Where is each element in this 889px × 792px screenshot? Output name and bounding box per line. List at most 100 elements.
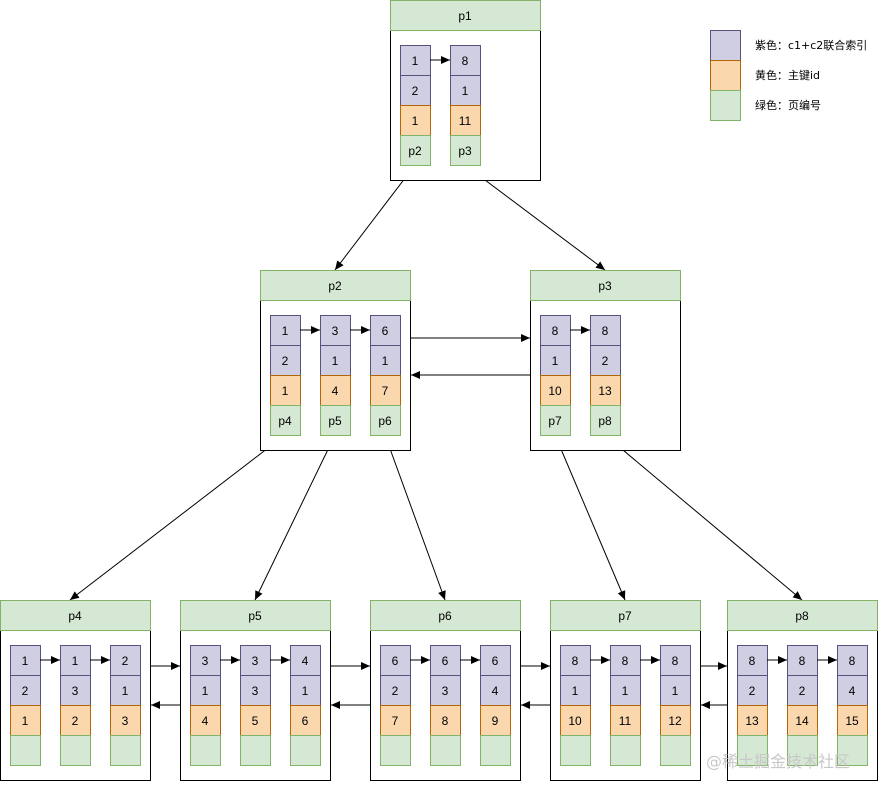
cell-id-text: 13	[598, 384, 612, 398]
cell-c2-text: 1	[122, 684, 129, 698]
cell-c2-text: 3	[442, 684, 449, 698]
cell-child	[110, 735, 141, 766]
cell-c1-text: 1	[412, 54, 419, 68]
cell-c1	[270, 315, 301, 346]
cell-child	[290, 735, 321, 766]
page-header	[180, 600, 331, 631]
cell-c1	[110, 645, 141, 676]
cell-c2	[10, 675, 41, 706]
page-title: p4	[68, 609, 82, 623]
record: 132	[60, 645, 91, 766]
cell-child-text: p8	[598, 414, 612, 428]
legend-swatch	[710, 90, 741, 121]
watermark: @稀土掘金技术社区	[706, 752, 851, 771]
cell-id-text: 8	[442, 714, 449, 728]
cell-c1	[560, 645, 591, 676]
cell-c1	[480, 645, 511, 676]
page-header	[530, 270, 681, 301]
legend-label: 黄色：主键id	[755, 68, 820, 82]
cell-c1	[837, 645, 868, 676]
cell-c1-text: 8	[552, 324, 559, 338]
cell-c2-text: 2	[22, 684, 29, 698]
cell-id-text: 7	[382, 384, 389, 398]
child-pointer-arrow	[384, 434, 446, 601]
cell-c2	[270, 345, 301, 376]
cell-c2	[610, 675, 641, 706]
cell-c1-text: 8	[622, 654, 629, 668]
cell-c2-text: 1	[622, 684, 629, 698]
record: 121	[10, 645, 41, 766]
record: 627	[380, 645, 411, 766]
cell-child	[370, 405, 401, 436]
cell-id-text: 1	[282, 384, 289, 398]
cell-child-text: p6	[378, 414, 392, 428]
cell-c2	[737, 675, 768, 706]
cell-c1-text: 6	[442, 654, 449, 668]
cell-c1-text: 3	[202, 654, 209, 668]
cell-child	[270, 405, 301, 436]
cell-id	[590, 375, 621, 406]
cell-c1	[590, 315, 621, 346]
cell-child	[610, 735, 641, 766]
cell-c2-text: 2	[412, 84, 419, 98]
page-header	[550, 600, 701, 631]
page-header	[260, 270, 411, 301]
cell-id-text: 5	[252, 714, 259, 728]
cell-child	[837, 735, 868, 766]
cell-child	[660, 735, 691, 766]
cell-id	[430, 705, 461, 736]
cell-child-text: p3	[458, 144, 472, 158]
cell-c2	[370, 345, 401, 376]
cell-child-text: p2	[408, 144, 422, 158]
cell-child	[560, 735, 591, 766]
cell-c2	[660, 675, 691, 706]
cell-c2-text: 3	[252, 684, 259, 698]
page-header	[370, 600, 521, 631]
cell-c1	[450, 45, 481, 76]
cell-c1-text: 2	[122, 654, 129, 668]
page-title: p8	[795, 609, 809, 623]
cell-id	[240, 705, 271, 736]
cell-child	[320, 405, 351, 436]
cell-c2	[450, 75, 481, 106]
cell-c1	[380, 645, 411, 676]
cell-c2-text: 4	[849, 684, 856, 698]
cell-c1	[610, 645, 641, 676]
cell-c2-text: 1	[332, 354, 339, 368]
record: 416	[290, 645, 321, 766]
cell-c2-text: 1	[382, 354, 389, 368]
cell-c2	[60, 675, 91, 706]
record: 6 3 8	[430, 645, 461, 766]
cell-c2-text: 4	[492, 684, 499, 698]
cell-c1-text: 8	[749, 654, 756, 668]
cell-id	[290, 705, 321, 736]
cell-c2	[110, 675, 141, 706]
cell-c1	[370, 315, 401, 346]
cell-c1-text: 8	[602, 324, 609, 338]
cell-c1-text: 8	[672, 654, 679, 668]
page-title: p6	[438, 609, 452, 623]
legend-label: 紫色：c1+c2联合索引	[755, 38, 867, 52]
cell-c2-text: 1	[462, 84, 469, 98]
cell-c1-text: 1	[22, 654, 29, 668]
page-title: p1	[458, 9, 472, 23]
cell-c2	[480, 675, 511, 706]
cell-id	[560, 705, 591, 736]
cell-id-text: 2	[72, 714, 79, 728]
cell-c2	[540, 345, 571, 376]
child-pointer-arrow	[464, 164, 606, 271]
cell-id-text: 11	[619, 714, 632, 728]
cell-c1-text: 4	[302, 654, 309, 668]
cell-id	[737, 705, 768, 736]
